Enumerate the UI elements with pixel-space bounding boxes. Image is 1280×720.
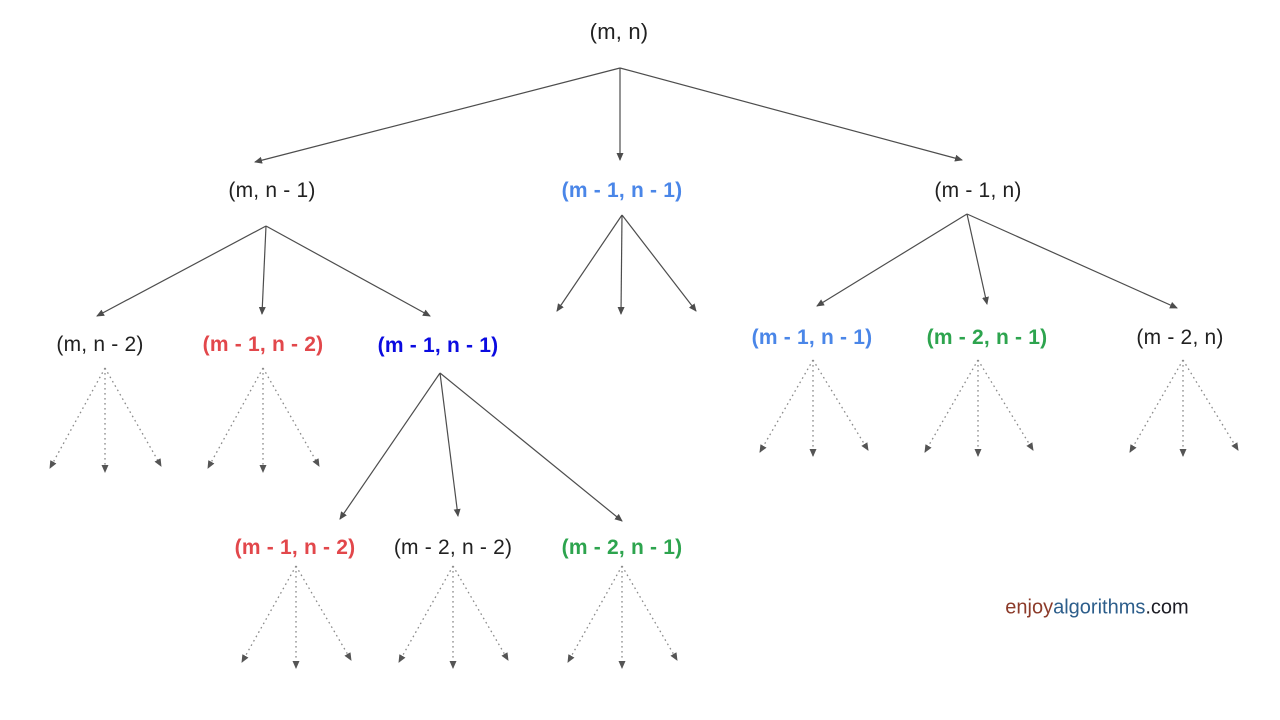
tree-node-l3-4: (m - 1, n - 1) <box>751 326 873 349</box>
dotted-edge <box>207 367 264 469</box>
dotted-fan-l3-6 <box>1129 359 1239 457</box>
edge-l2left-to-l3-1 <box>96 225 267 317</box>
dotted-fan-l4-1 <box>241 565 352 669</box>
watermark: enjoyalgorithms.com <box>1005 597 1188 620</box>
tree-node-l4-2: (m - 2, n - 2) <box>393 536 513 559</box>
edge-l2right-to-l3-5 <box>966 213 989 305</box>
edge-l3-3-to-l4-1 <box>339 372 441 520</box>
dotted-edge <box>1182 359 1239 451</box>
edge-l2right-to-l3-4 <box>816 213 968 307</box>
edge-fan-l2-mid <box>556 214 697 315</box>
dotted-edge <box>1129 359 1184 453</box>
dotted-edge <box>398 565 454 663</box>
edge-l2left-to-l3-3 <box>265 225 431 317</box>
dotted-fan-l3-2 <box>207 367 320 473</box>
edge-l3-3-to-l4-2 <box>439 372 461 517</box>
dotted-fan-l3-5 <box>924 359 1034 457</box>
edge-l3-3-to-l4-3 <box>439 372 623 522</box>
edge-fan-root <box>254 67 963 164</box>
dotted-edge <box>621 565 678 661</box>
edge-root-to-l2-right <box>619 67 963 162</box>
tree-node-l3-1: (m, n - 2) <box>56 333 144 356</box>
edge-fan-l3-3 <box>339 372 623 522</box>
dotted-edge <box>452 565 509 661</box>
tree-node-l3-2: (m - 1, n - 2) <box>202 333 324 356</box>
edge-l2mid-child-3 <box>621 214 697 312</box>
tree-node-l4-1: (m - 1, n - 2) <box>234 536 356 559</box>
edge-l2mid-child-2 <box>617 214 625 315</box>
tree-node-root: (m, n) <box>589 19 649 44</box>
tree-node-l2-right: (m - 1, n) <box>934 179 1022 202</box>
tree-node-l3-3: (m - 1, n - 1) <box>377 334 499 357</box>
edge-root-to-l2-left <box>254 67 621 164</box>
edge-fan-l2-right <box>816 213 1178 309</box>
dotted-edge <box>104 367 162 467</box>
dotted-edge <box>812 359 869 451</box>
dotted-edge <box>924 359 979 453</box>
dotted-fan-l4-2 <box>398 565 509 669</box>
tree-node-l2-left: (m, n - 1) <box>228 179 316 202</box>
tree-node-l2-mid: (m - 1, n - 1) <box>561 179 683 202</box>
dotted-edge <box>241 565 297 663</box>
dotted-edge <box>759 359 814 453</box>
dotted-fan-l4-3 <box>567 565 678 669</box>
dotted-edge <box>567 565 623 663</box>
dotted-edge <box>977 359 1034 451</box>
dotted-edge <box>49 367 106 469</box>
watermark-part-algorithms: algorithms <box>1053 596 1146 619</box>
dotted-edge <box>295 565 352 661</box>
tree-node-l4-3: (m - 2, n - 1) <box>561 536 683 559</box>
edge-fan-l2-left <box>96 225 431 317</box>
dotted-edge <box>262 367 320 467</box>
edge-l2mid-child-1 <box>556 214 623 312</box>
dotted-fan-l3-4 <box>759 359 869 457</box>
edge-l2left-to-l3-2 <box>258 225 267 315</box>
watermark-part-enjoy: enjoy <box>1005 596 1054 619</box>
edge-l2right-to-l3-6 <box>966 213 1178 309</box>
tree-node-l3-6: (m - 2, n) <box>1136 326 1224 349</box>
tree-node-l3-5: (m - 2, n - 1) <box>926 326 1048 349</box>
dotted-fan-l3-1 <box>49 367 162 473</box>
watermark-part-com: .com <box>1145 596 1189 619</box>
